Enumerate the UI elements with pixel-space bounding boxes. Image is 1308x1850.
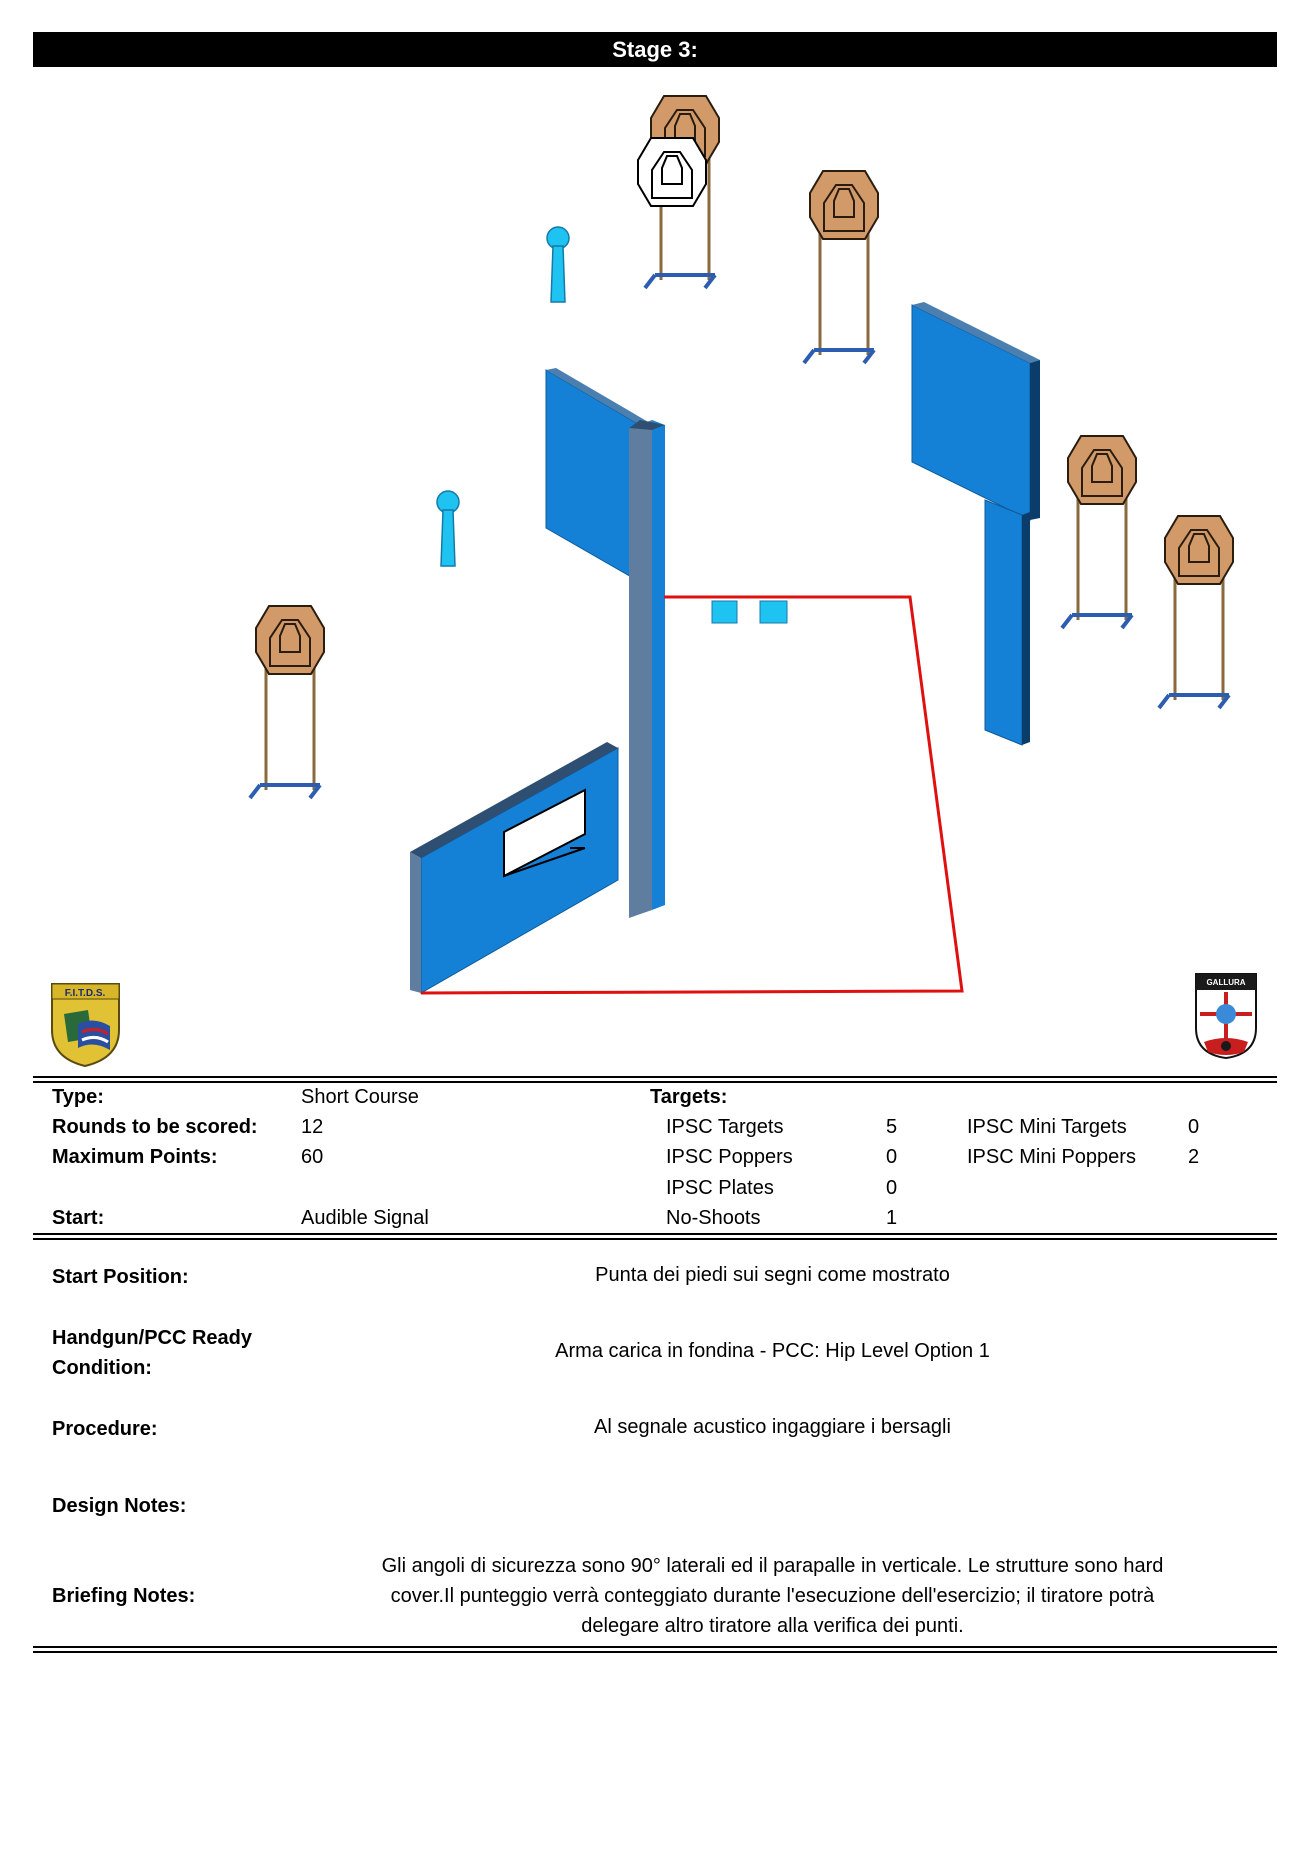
svg-text:F.I.T.D.S.: F.I.T.D.S.	[65, 988, 106, 999]
rule-mid-1	[33, 1233, 1277, 1235]
ipsc-plates-label: IPSC Plates	[666, 1177, 774, 1199]
center-wall	[545, 368, 665, 918]
start-position-label: Start Position:	[52, 1266, 189, 1288]
rounds-value: 12	[301, 1116, 324, 1138]
procedure-label: Procedure:	[52, 1418, 158, 1440]
gallura-logo: GALLURA	[1195, 973, 1257, 1060]
start-position-value: Punta dei piedi sui segni come mostrato	[595, 1264, 950, 1286]
fault-line	[420, 595, 964, 995]
briefing-notes-line1: Gli angoli di sicurezza sono 90° lateral…	[381, 1555, 1164, 1577]
svg-text:GALLURA: GALLURA	[1206, 978, 1245, 987]
rule-bottom-1	[33, 1646, 1277, 1648]
mini-popper-1	[546, 226, 570, 303]
fitds-logo: F.I.T.D.S.	[51, 983, 120, 1068]
max-points-label: Maximum Points:	[52, 1146, 218, 1168]
start-mark-right	[759, 600, 788, 624]
front-wall-with-window	[410, 742, 619, 994]
right-wall	[911, 302, 1040, 746]
rule-top-2	[33, 1081, 1277, 1083]
ipsc-target-2	[809, 170, 879, 240]
type-value: Short Course	[301, 1086, 419, 1108]
ipsc-targets-label: IPSC Targets	[666, 1116, 784, 1138]
ready-condition-label-line1: Handgun/PCC Ready	[52, 1327, 253, 1349]
briefing-notes-line2: cover.Il punteggio verrà conteggiato dur…	[390, 1585, 1155, 1607]
mini-poppers-value: 2	[1188, 1146, 1200, 1168]
mini-poppers-label: IPSC Mini Poppers	[967, 1146, 1136, 1168]
ipsc-plates-value: 0	[886, 1177, 898, 1199]
briefing-notes-line3: delegare altro tiratore alla verifica de…	[581, 1615, 964, 1637]
no-shoots-label: No-Shoots	[666, 1207, 761, 1229]
stage-title: Stage 3:	[33, 32, 1277, 67]
ipsc-target-3	[255, 605, 325, 675]
ipsc-poppers-value: 0	[886, 1146, 898, 1168]
max-points-value: 60	[301, 1146, 324, 1168]
ready-condition-value: Arma carica in fondina - PCC: Hip Level …	[555, 1340, 990, 1362]
rule-top-1	[33, 1076, 1277, 1078]
design-notes-label: Design Notes:	[52, 1495, 187, 1517]
start-mark-left	[711, 600, 738, 624]
ipsc-target-5	[1164, 515, 1234, 585]
mini-popper-2	[436, 490, 460, 567]
start-value: Audible Signal	[301, 1207, 429, 1229]
mini-targets-value: 0	[1188, 1116, 1200, 1138]
ipsc-target-4	[1067, 435, 1137, 505]
start-label: Start:	[52, 1207, 105, 1229]
rule-mid-2	[33, 1238, 1277, 1240]
procedure-value: Al segnale acustico ingaggiare i bersagl…	[594, 1416, 951, 1438]
mini-targets-label: IPSC Mini Targets	[967, 1116, 1127, 1138]
targets-label: Targets:	[650, 1086, 728, 1108]
ipsc-poppers-label: IPSC Poppers	[666, 1146, 793, 1168]
ready-condition-label-line2: Condition:	[52, 1357, 152, 1379]
ipsc-targets-value: 5	[886, 1116, 898, 1138]
type-label: Type:	[52, 1086, 104, 1108]
no-shoots-value: 1	[886, 1207, 898, 1229]
briefing-notes-label: Briefing Notes:	[52, 1585, 196, 1607]
stage-diagram	[248, 95, 1234, 995]
rule-bottom-2	[33, 1651, 1277, 1653]
rounds-label: Rounds to be scored:	[52, 1116, 258, 1138]
no-shoot-target	[637, 137, 707, 207]
